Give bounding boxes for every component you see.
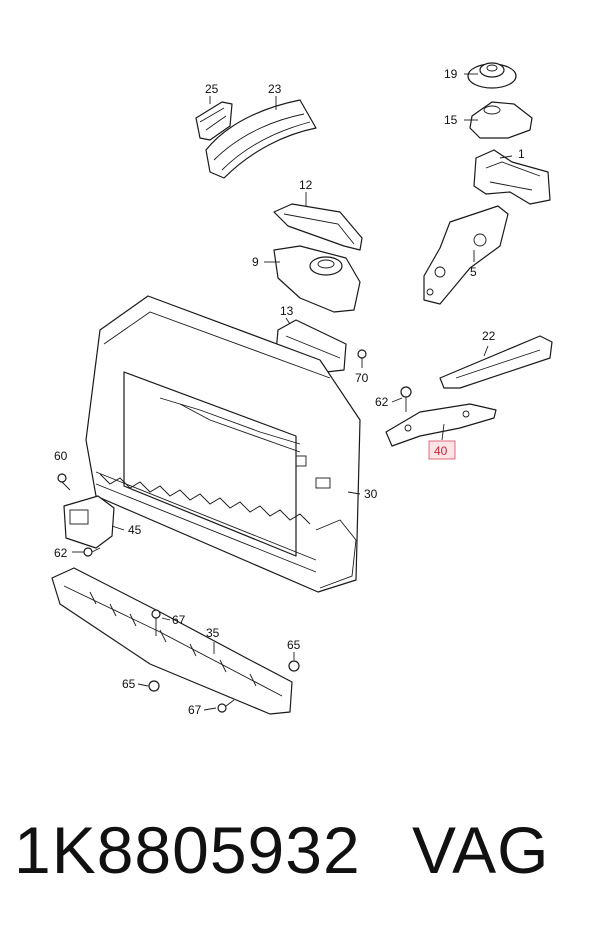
- callout-40-highlight: 40: [428, 440, 456, 460]
- part-65-clip-right: [288, 660, 300, 672]
- part-12-duct-cover: [273, 203, 363, 251]
- part-number-label: 1K8805932: [14, 813, 361, 887]
- part-67-screw-lower: [217, 699, 235, 713]
- callout-23: 23: [268, 82, 282, 96]
- part-65-clip-left: [148, 680, 160, 692]
- callout-13: 13: [280, 304, 294, 318]
- part-62-screw-lower: [83, 547, 101, 557]
- callout-12: 12: [299, 178, 313, 192]
- callout-30: 30: [364, 487, 378, 501]
- part-25-bracket: [195, 101, 233, 141]
- callout-15: 15: [444, 113, 458, 127]
- part-9-housing: [273, 245, 361, 313]
- callout-62-upper: 62: [375, 395, 389, 409]
- part-15-bracket: [469, 101, 533, 139]
- callout-19: 19: [444, 67, 458, 81]
- callout-60: 60: [54, 449, 68, 463]
- exploded-parts-diagram: 25 23 19 15 1 12 9 5 13 22 70 62 40 60 3…: [51, 62, 553, 717]
- part-23-panel: [205, 99, 317, 179]
- part-5-strut: [423, 205, 509, 305]
- part-45-bracket: [63, 495, 115, 549]
- part-1-bracket: [473, 149, 551, 205]
- callout-1: 1: [518, 147, 525, 161]
- callout-9: 9: [252, 255, 259, 269]
- callout-22: 22: [482, 329, 496, 343]
- part-30-front-frame: [85, 295, 361, 593]
- callout-65-right: 65: [287, 638, 301, 652]
- callout-25: 25: [205, 82, 219, 96]
- callout-45: 45: [128, 523, 142, 537]
- callout-62-lower: 62: [54, 546, 68, 560]
- brand-label: VAG: [412, 813, 550, 887]
- part-67-screw-upper: [151, 609, 161, 636]
- callout-65-left: 65: [122, 677, 136, 691]
- callout-40: 40: [434, 444, 448, 458]
- part-62-screw-upper: [400, 386, 412, 412]
- callout-70: 70: [355, 371, 369, 385]
- callout-5: 5: [470, 265, 477, 279]
- part-40-bracket: [385, 403, 497, 447]
- part-70-screw: [357, 349, 367, 368]
- part-22-strip: [439, 335, 553, 389]
- part-60-screw: [57, 473, 71, 491]
- callout-67-upper: 67: [172, 613, 186, 627]
- callout-35: 35: [206, 626, 220, 640]
- part-19-mount: [467, 62, 517, 89]
- callout-67-lower: 67: [188, 703, 202, 717]
- part-35-lower-rail: [51, 567, 293, 715]
